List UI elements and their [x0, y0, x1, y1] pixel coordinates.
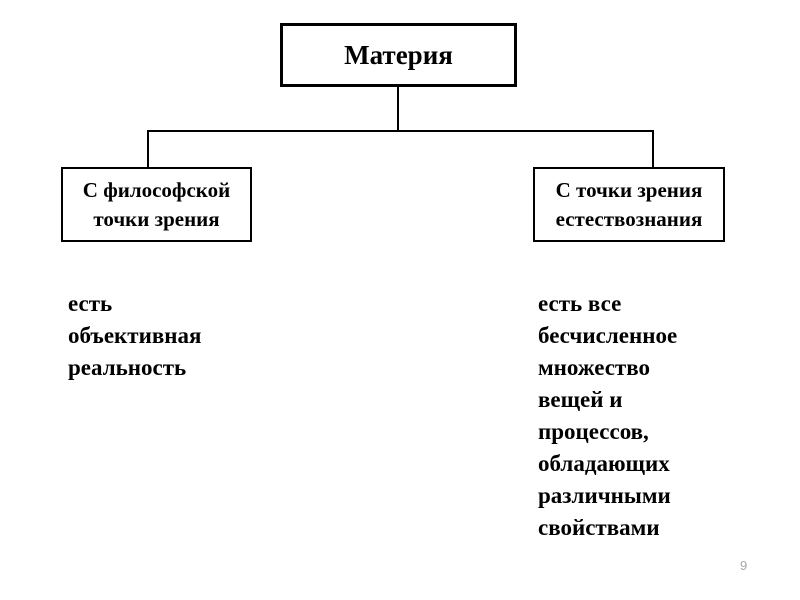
description-philosophical: есть объективная реальность: [68, 291, 202, 380]
connector-horizontal: [147, 130, 654, 132]
connector-stem: [397, 87, 399, 131]
diagram-node-materia: Материя: [280, 23, 517, 87]
diagram-node-philosophical: С философской точки зрения: [61, 167, 252, 242]
diagram-node-natural-science: С точки зрения естествознания: [533, 167, 725, 242]
description-natural-science: есть все бесчисленное множество вещей и …: [538, 291, 678, 540]
page-number: 9: [740, 558, 748, 573]
connector-drop-right: [652, 130, 654, 168]
connector-drop-left: [147, 130, 149, 168]
